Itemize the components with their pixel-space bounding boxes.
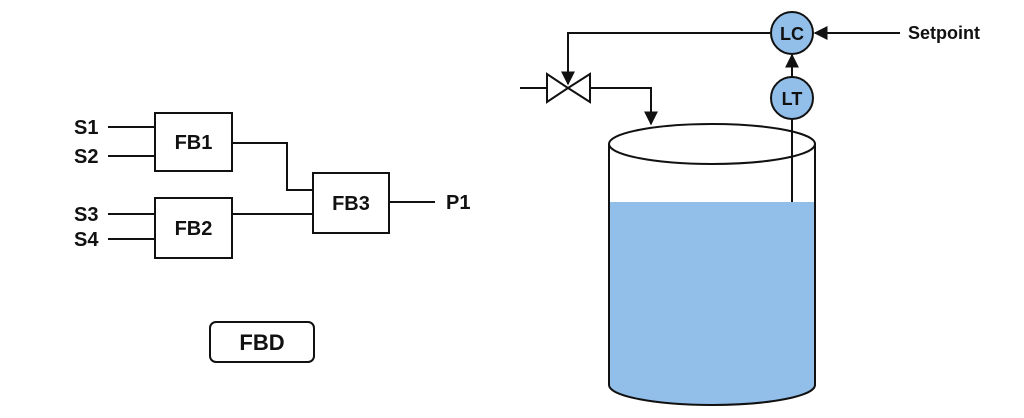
level-controller-label: LC [780, 24, 804, 44]
signal-lines [561, 26, 900, 86]
output-label-p1: P1 [446, 192, 470, 214]
pipe-to-tank [590, 87, 658, 126]
tank-liquid [609, 202, 815, 405]
level-transmitter-icon [770, 76, 814, 120]
inlet-pipe [520, 87, 658, 126]
tank-bottom [608, 384, 816, 406]
control-valve-icon [546, 72, 591, 104]
lc-to-valve-signal [561, 32, 770, 86]
link-fb1-fb3 [232, 142, 313, 191]
setpoint-label: Setpoint [908, 23, 980, 43]
fbd-caption: FBD [239, 330, 284, 355]
input-label-s2: S2 [74, 146, 98, 168]
block-fb2 [154, 197, 233, 259]
input-label-s1: S1 [74, 117, 98, 139]
level-transmitter-label: LT [782, 89, 803, 109]
block-label-fb3: FB3 [332, 193, 370, 215]
tank [608, 123, 816, 406]
level-controller-icon [770, 11, 814, 55]
block-label-fb1: FB1 [175, 132, 213, 154]
fbd-caption-box [209, 321, 315, 363]
input-label-s3: S3 [74, 204, 98, 226]
block-label-fb2: FB2 [175, 218, 213, 240]
input-label-s4: S4 [74, 229, 99, 251]
tank-top [608, 123, 816, 165]
function-block-diagram [108, 112, 435, 363]
